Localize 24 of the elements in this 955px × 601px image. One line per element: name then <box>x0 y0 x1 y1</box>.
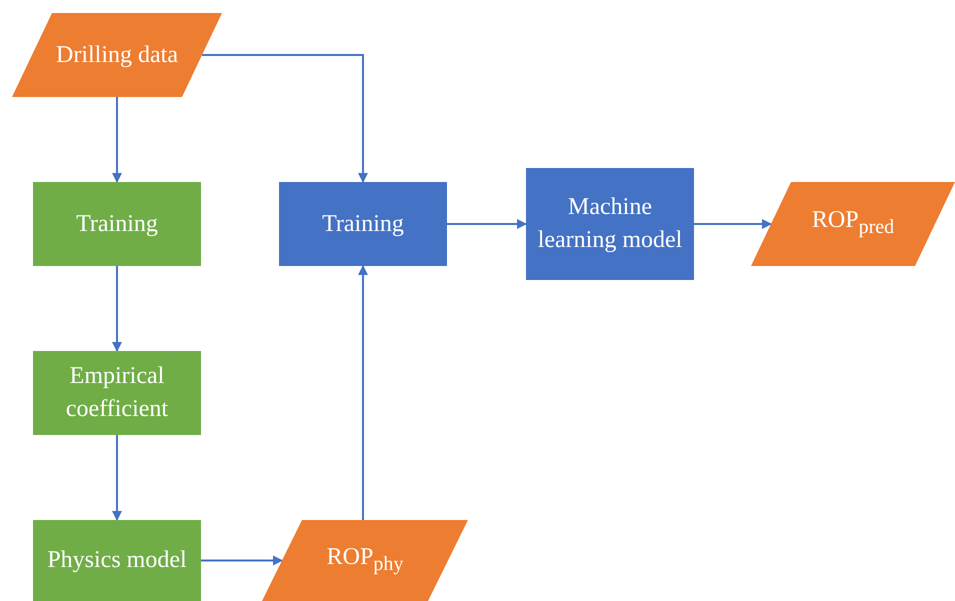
node-label: Empirical coefficient <box>64 362 170 424</box>
node-label: Machine learning model <box>536 193 684 255</box>
arrow <box>112 97 122 183</box>
node-label: Training <box>76 210 158 238</box>
node-label: Drilling data <box>56 40 178 70</box>
arrow <box>202 54 368 183</box>
arrow <box>112 435 122 521</box>
arrow <box>201 556 283 566</box>
process-box <box>279 182 447 266</box>
data-parallelogram <box>262 520 468 601</box>
process-box <box>33 520 201 601</box>
process-box <box>526 168 694 280</box>
node-label: Physics model <box>47 546 187 575</box>
data-parallelogram <box>12 13 222 97</box>
node-label: ROP$_{pred}$ <box>812 206 894 240</box>
process-box <box>33 182 201 266</box>
node-label: ROP$_{phy}$ <box>326 542 404 576</box>
arrow <box>112 266 122 352</box>
node-label: Training <box>322 210 404 238</box>
arrow <box>694 219 772 229</box>
data-parallelogram <box>751 182 955 266</box>
process-box <box>33 351 201 435</box>
arrow <box>358 265 368 520</box>
arrow <box>447 219 527 229</box>
